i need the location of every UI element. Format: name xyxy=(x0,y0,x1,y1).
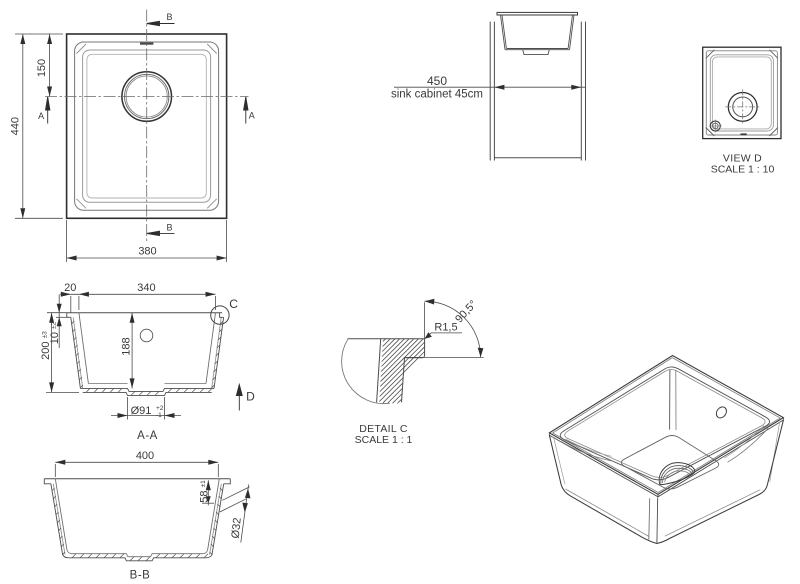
svg-text:20: 20 xyxy=(64,282,76,294)
svg-text:B-B: B-B xyxy=(130,570,151,582)
svg-text:450: 450 xyxy=(427,74,447,88)
svg-text:R1,5: R1,5 xyxy=(434,322,457,334)
svg-text:+2: +2 xyxy=(156,405,164,412)
svg-text:C: C xyxy=(229,297,238,311)
svg-text:SCALE 1 : 10: SCALE 1 : 10 xyxy=(711,164,775,176)
svg-text:440: 440 xyxy=(10,117,22,135)
svg-text:sink cabinet 45cm: sink cabinet 45cm xyxy=(391,89,483,101)
svg-text:DETAIL C: DETAIL C xyxy=(359,423,408,435)
svg-text:150: 150 xyxy=(36,59,48,77)
svg-text:B: B xyxy=(166,12,172,22)
svg-text:Ø91: Ø91 xyxy=(131,405,152,417)
svg-text:D: D xyxy=(246,390,255,404)
svg-text:A: A xyxy=(38,111,44,121)
svg-text:A-A: A-A xyxy=(137,430,158,442)
svg-text:A: A xyxy=(249,111,255,121)
svg-text:Ø32: Ø32 xyxy=(230,517,244,539)
svg-text:VIEW D: VIEW D xyxy=(723,153,762,165)
svg-text:380: 380 xyxy=(138,246,156,258)
svg-text:-1: -1 xyxy=(156,412,162,419)
svg-text:400: 400 xyxy=(136,450,154,462)
svg-text:SCALE 1 : 1: SCALE 1 : 1 xyxy=(355,434,413,446)
svg-text:B: B xyxy=(166,223,172,233)
svg-text:188: 188 xyxy=(120,337,132,355)
svg-text:340: 340 xyxy=(137,282,155,294)
